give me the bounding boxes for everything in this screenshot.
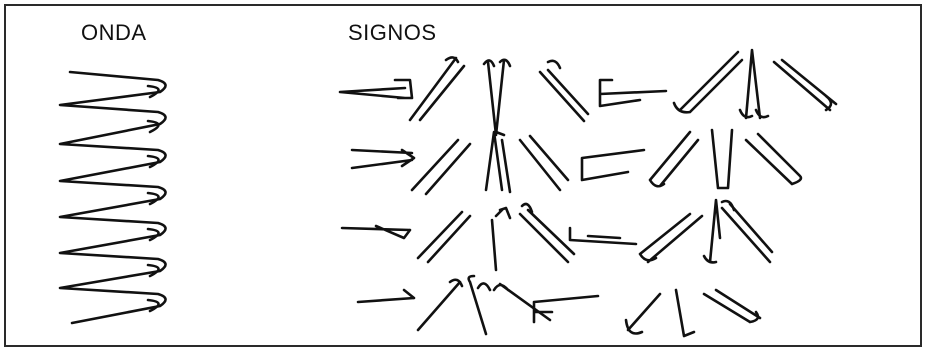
signs-row-3 [342,200,772,270]
sign-r3-4 [520,204,574,262]
sign-r3-5 [570,228,636,244]
sign-r1-6 [674,52,742,112]
sign-r1-7 [740,50,768,118]
sign-r3-3 [492,208,510,270]
sign-r2-7 [712,130,732,188]
sign-r1-4 [540,61,588,121]
sign-r1-2 [410,57,464,120]
wave-zigzag [60,72,166,323]
sign-r1-5 [600,80,666,106]
sign-r2-1 [352,150,414,168]
sign-r4-7 [676,290,694,336]
sign-r2-2 [412,140,470,194]
signs-row-1 [340,50,836,135]
sign-r2-3 [486,132,510,192]
sign-r1-8 [774,60,836,110]
sign-r3-8 [722,201,772,262]
sign-r4-1 [358,290,414,302]
sign-r4-3 [469,276,490,334]
signs-row-2 [352,130,801,194]
signs-row-4 [358,276,760,336]
sign-r1-3 [484,60,510,135]
sign-r2-6 [650,132,698,186]
sign-r3-6 [640,214,702,262]
sign-r2-4 [520,136,568,190]
sign-r1-1 [340,80,412,98]
sign-r4-5 [534,296,598,322]
sign-r2-8 [746,134,801,184]
sign-r2-5 [582,150,644,180]
sign-r4-8 [704,290,760,322]
sign-r3-2 [418,212,470,262]
sign-r3-7 [704,200,720,262]
sign-r4-2 [418,280,462,330]
sign-r3-1 [342,226,410,238]
sign-r4-6 [626,294,660,334]
